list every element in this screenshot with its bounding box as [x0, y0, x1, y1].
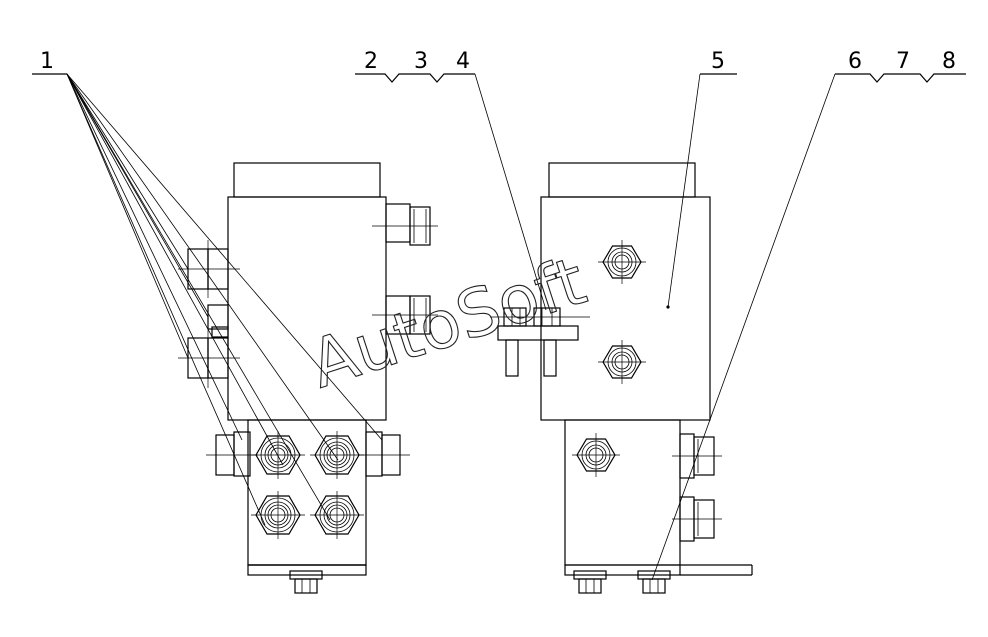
right-valve-assembly: [540, 162, 753, 594]
callout-label-8: 8: [942, 49, 956, 74]
left-hex-port-3: [250, 490, 306, 540]
right-side-fitting-upper: [672, 433, 722, 479]
callout-1: 1: [32, 49, 383, 526]
callout-label-3: 3: [414, 49, 428, 74]
left-lower-side-fitting-right: [358, 431, 410, 477]
right-side-fitting-lower: [672, 496, 722, 542]
left-left-fitting-middle: [207, 304, 229, 338]
left-lower-side-fitting-left: [206, 431, 258, 477]
center-bracket: [490, 307, 590, 377]
callout-label-2: 2: [364, 49, 378, 74]
left-hex-port-1: [250, 430, 306, 480]
watermark-logo: AutoSoft: [301, 242, 594, 403]
callout-label-6: 6: [848, 49, 862, 74]
right-hex-port-upper: [597, 239, 647, 285]
left-left-fitting-upper: [178, 240, 240, 298]
callout-5: 5: [667, 49, 737, 308]
left-hex-port-4: [309, 490, 365, 540]
right-bottom-bolt-1: [573, 570, 607, 594]
callout-6-7-8: 6 7 8: [651, 49, 966, 581]
callout-2-3-4: 2 3 4: [355, 49, 547, 311]
left-hex-port-2: [309, 430, 365, 480]
callout-label-4: 4: [456, 49, 470, 74]
callout-label-7: 7: [896, 49, 910, 74]
left-bottom-bolt: [289, 570, 323, 594]
callout-label-1: 1: [40, 49, 54, 74]
callout-label-5: 5: [711, 49, 725, 74]
right-hex-port-lower: [597, 339, 647, 385]
left-left-fitting-lower: [178, 330, 240, 388]
right-bottom-bolt-2: [637, 570, 671, 594]
left-valve-assembly: [178, 162, 438, 594]
left-right-fitting-lower: [372, 295, 438, 335]
left-right-fitting-upper: [372, 203, 438, 246]
right-hex-port-side: [571, 432, 621, 478]
